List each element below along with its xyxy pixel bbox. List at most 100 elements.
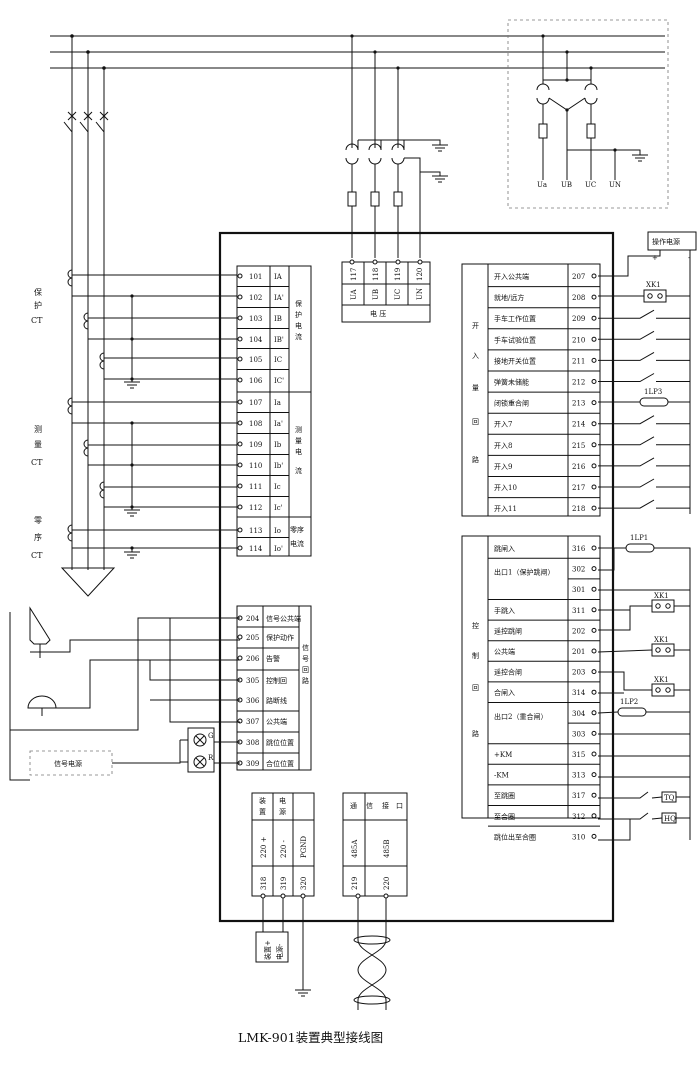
cable-terminal-icon [60,567,116,597]
terminal-screw-icon [591,648,597,654]
svg-text:序: 序 [34,532,42,542]
terminal-screw-icon [591,336,597,342]
terminal-name: 跳闸入 [494,544,515,553]
terminal-number: 311 [572,607,585,615]
contact-switch-icon [598,415,690,425]
svg-text:120: 120 [416,268,424,281]
svg-text:319: 319 [280,877,288,890]
svg-text:保: 保 [295,299,302,308]
terminal-number: 217 [572,484,585,492]
terminal-screw-icon [591,813,597,819]
svg-text:路: 路 [302,676,309,685]
control-circuit-external: 1LP1 XK1 XK1 XK1 1LP2 TQ HQ [597,534,691,841]
terminal-screw-icon [237,545,243,551]
contact-switch-icon [598,330,690,340]
svg-text:UA: UA [350,288,358,300]
terminal-screw-icon [591,484,597,490]
signal-external: 信号电源 G R [9,606,240,781]
terminal-name: Io [274,527,281,535]
control-circuit-row: 303 [568,722,600,738]
terminal-screw-icon [237,634,243,640]
terminal-name: 开入8 [494,442,512,450]
contact-switch-icon [598,373,690,382]
svg-text:装: 装 [259,796,266,805]
terminal-screw-icon [591,833,597,839]
svg-text:118: 118 [372,268,380,281]
svg-text:CT: CT [31,316,43,325]
terminal-screw-icon [237,462,243,468]
terminal-number: 316 [572,545,586,553]
svg-text:UB: UB [561,181,572,189]
terminal-screw-icon [591,730,597,736]
terminal-name: IA' [274,294,284,302]
signal-terminal-block: 信 号 回 路 [236,605,312,771]
ct-secondary-wires [71,274,240,559]
terminal-number: 204 [246,615,260,623]
terminal-number: 208 [572,294,585,302]
terminal-number: 210 [572,336,585,344]
svg-text:XK1: XK1 [654,676,669,684]
terminal-screw-icon [591,357,597,363]
svg-text:TQ: TQ [664,794,675,802]
terminal-number: 105 [249,356,262,364]
terminal-name: IC [274,356,282,364]
svg-text:装置+: 装置+ [263,940,272,960]
terminal-name: 公共端 [494,647,515,656]
terminal-number: 106 [249,377,263,385]
svg-text:119: 119 [394,268,402,281]
terminal-number: 111 [249,483,262,491]
terminal-name: 遥控合闸 [494,668,522,677]
contact-switch-icon [598,499,690,509]
terminal-number: 306 [246,697,260,705]
svg-text:电 压: 电 压 [370,309,386,318]
svg-text:1LP2: 1LP2 [620,698,638,706]
svg-text:CT: CT [31,458,43,467]
svg-text:测: 测 [295,426,302,434]
svg-text:护: 护 [295,310,302,319]
terminal-number: 209 [572,315,585,323]
svg-text:Ua: Ua [537,181,547,189]
terminal-name: 合闸入 [494,688,515,697]
svg-text:保: 保 [34,287,42,297]
busbars [50,35,665,69]
control-circuit-row: 出口2（重合闸）304 [488,702,600,721]
terminal-screw-icon [591,400,597,406]
svg-text:入: 入 [472,352,479,360]
terminal-number: 109 [249,441,262,449]
svg-text:开: 开 [472,322,479,330]
control-circuit-row: 301 [568,578,600,594]
terminal-name: 手车工作位置 [494,314,536,323]
terminal-name: 出口2（重合闸） [494,712,547,721]
terminal-screw-icon [237,336,243,342]
device-frame [218,231,615,923]
terminal-name: 弹簧未储能 [494,378,529,387]
svg-text:电: 电 [295,447,302,456]
terminal-name: 闭锁重合闸 [494,399,529,408]
svg-text:电流: 电流 [290,539,304,548]
terminal-screw-icon [591,627,597,633]
terminal-screw-icon [591,751,597,757]
terminal-screw-icon [591,689,597,695]
terminal-number: 206 [246,655,260,663]
svg-text:量: 量 [472,384,479,392]
breaker-icon [63,111,109,133]
terminal-number: 312 [572,813,585,821]
binary-input-external: 操作电源 + - XK1 1LP3 [598,231,697,514]
svg-text:路: 路 [472,729,479,738]
terminal-name: 接地开关位置 [494,356,536,365]
terminal-number: 315 [572,751,585,759]
voltage-terminal-block: 117 118 119 120 UA UB UC UN 电 压 [341,259,431,323]
contact-switch-icon [598,478,690,488]
